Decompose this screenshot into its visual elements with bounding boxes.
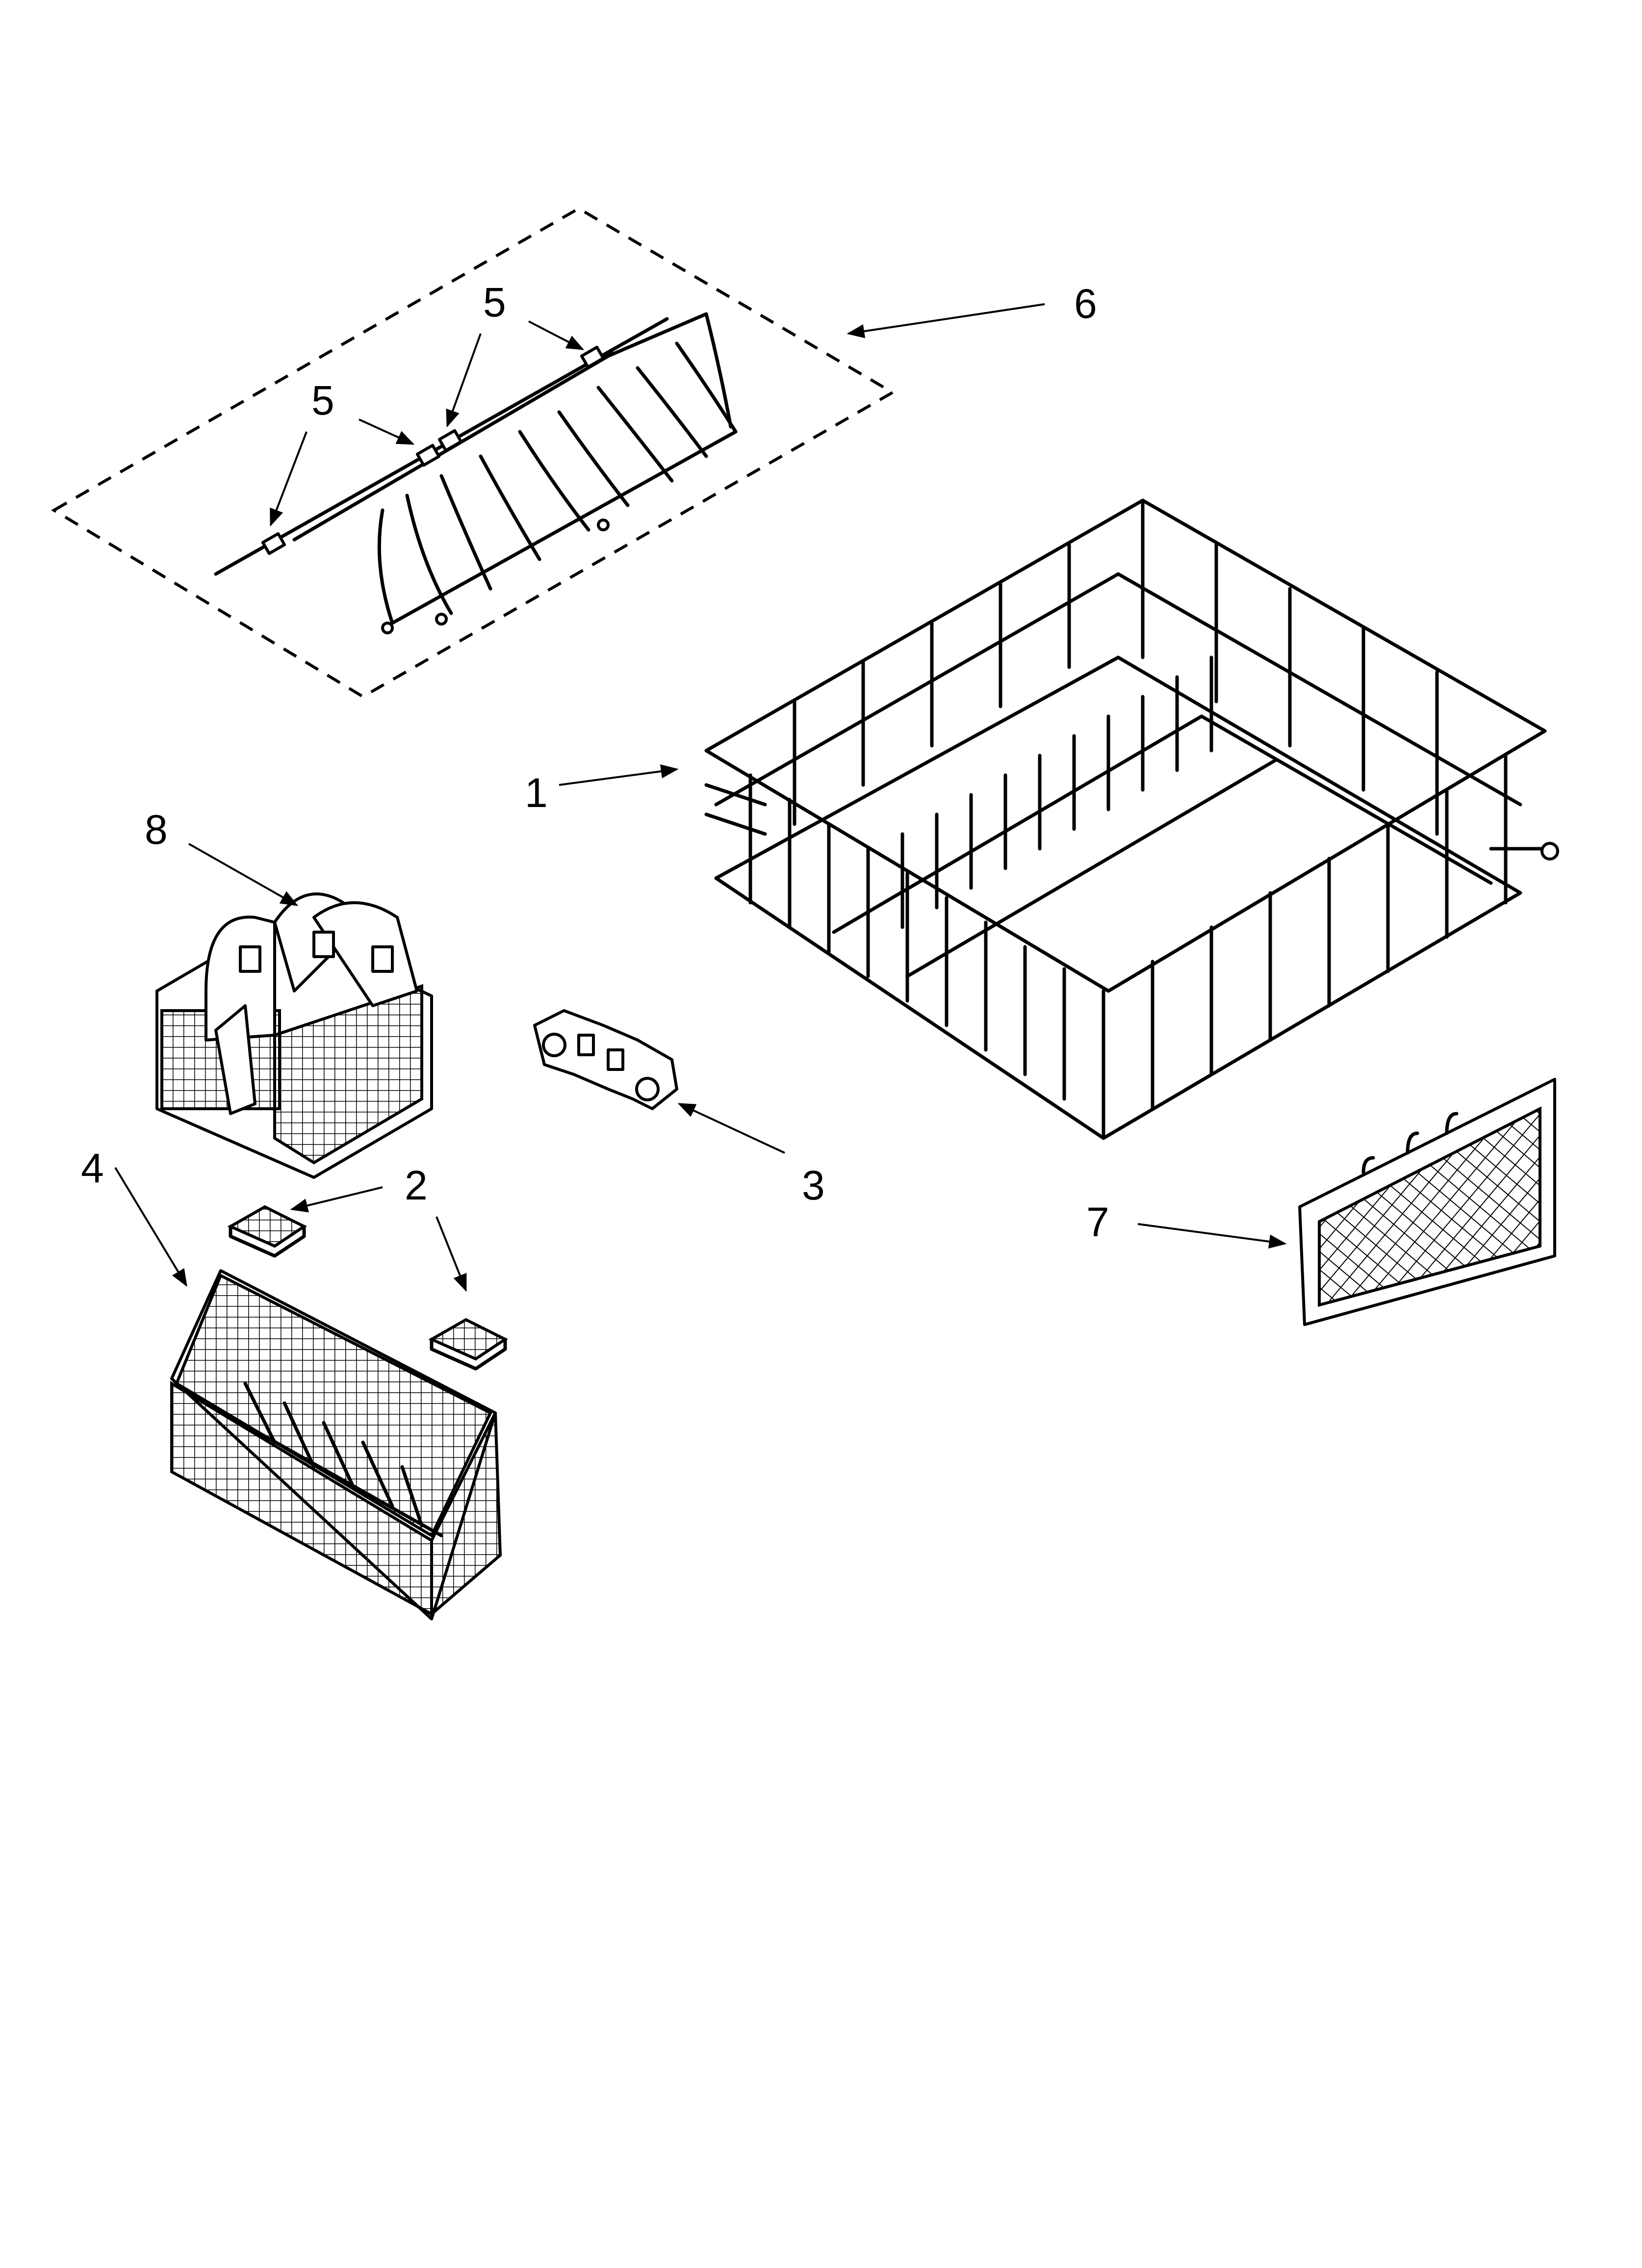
mesh-shield [1298,1078,1556,1326]
basket-lids [227,1205,508,1371]
silverware-basket-tall [155,892,433,1179]
clip [261,532,286,555]
callout-2: 2 [405,1162,428,1208]
tine-row-kit [51,207,896,699]
callout-3: 3 [802,1162,825,1208]
tines [377,312,738,625]
lid [227,1205,307,1258]
callout-5-left: 5 [311,377,334,423]
callout-4: 4 [81,1145,104,1191]
callout-6: 6 [1074,281,1097,327]
rack-side-wires [748,754,1508,1140]
basket-compartments [243,1382,424,1528]
kit-boundary [51,207,896,699]
callout-8: 8 [145,807,168,853]
rack-adjuster [533,1009,678,1110]
clip [580,345,605,369]
rack-back-wires [793,498,1439,836]
lid [428,1318,508,1371]
callout-7: 7 [1086,1199,1109,1245]
callout-5-top: 5 [483,279,506,325]
leader-lines [114,303,1287,1292]
clip [437,429,463,452]
upper-dishrack [704,498,1559,1140]
clip [415,443,441,467]
callout-1: 1 [525,770,548,816]
silverware-basket-long [170,1269,502,1620]
rack-tines [900,655,1213,929]
callout-labels: 1 2 3 4 5 5 6 7 8 [81,279,1109,1245]
